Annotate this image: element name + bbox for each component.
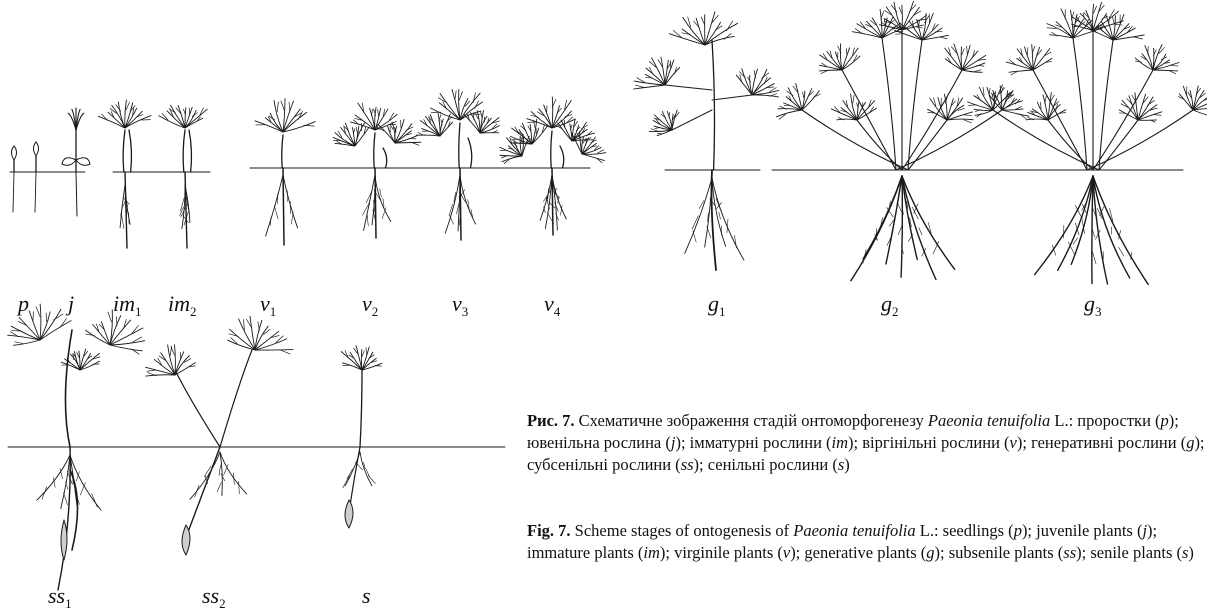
- plant-ss2: [146, 316, 293, 555]
- stage-label-v4: v4: [544, 293, 560, 318]
- plant-v3: [416, 89, 499, 240]
- stage-label-g2: g2: [881, 293, 899, 318]
- plant-g3: [968, 2, 1207, 284]
- stage-label-ss1: ss1: [48, 585, 72, 610]
- plant-j: [62, 108, 90, 216]
- stage-label-v3: v3: [452, 293, 468, 318]
- stage-label-im2: im2: [168, 293, 197, 318]
- stage-label-v2: v2: [362, 293, 378, 318]
- caption-en-label: Fig. 7.: [527, 521, 571, 540]
- plant-g1: [634, 12, 779, 270]
- plant-v1: [255, 99, 315, 245]
- stage-label-p: p: [18, 293, 29, 318]
- plant-im1: [98, 100, 151, 248]
- plant-p: [12, 142, 39, 212]
- stage-label-s: s: [362, 585, 371, 610]
- caption-ukrainian: Рис. 7. Схематичне зображення стадій онт…: [527, 410, 1207, 476]
- stage-label-g1: g1: [708, 293, 726, 318]
- plant-v4: [500, 97, 606, 235]
- stage-label-v1: v1: [260, 293, 276, 318]
- plant-s: [341, 346, 382, 528]
- stage-label-g3: g3: [1084, 293, 1102, 318]
- stage-label-ss2: ss2: [202, 585, 226, 610]
- stage-label-j: j: [68, 293, 74, 318]
- plant-v2: [333, 103, 421, 238]
- caption-uk-label: Рис. 7.: [527, 411, 575, 430]
- stage-label-im1: im1: [113, 293, 142, 318]
- plant-im2: [159, 105, 207, 248]
- plant-g2: [776, 1, 1029, 281]
- caption-english: Fig. 7. Scheme stages of ontogenesis of …: [527, 520, 1207, 564]
